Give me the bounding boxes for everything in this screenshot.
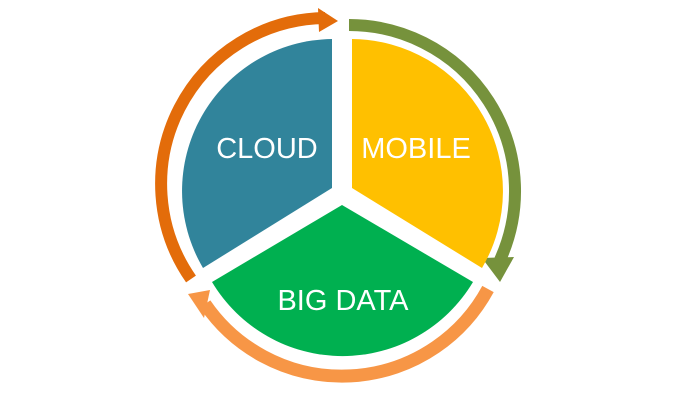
big-data-cycle-arrow	[199, 285, 494, 383]
cloud-cycle-arrow	[155, 12, 326, 283]
mobile-arrowhead-icon	[482, 257, 514, 282]
big-data-label: BIG DATA	[277, 285, 409, 317]
mobile-segment	[352, 39, 503, 268]
big-data-arrowhead-icon	[188, 290, 210, 318]
cloud-label: CLOUD	[216, 133, 318, 165]
cloud-arrowhead-icon	[318, 8, 338, 32]
mobile-cycle-arrow	[348, 19, 521, 263]
cycle-segments	[182, 39, 503, 357]
mobile-label: MOBILE	[361, 133, 471, 165]
big-data-segment	[212, 205, 473, 357]
cloud-segment	[182, 39, 332, 268]
cycle-arrows	[155, 8, 521, 383]
